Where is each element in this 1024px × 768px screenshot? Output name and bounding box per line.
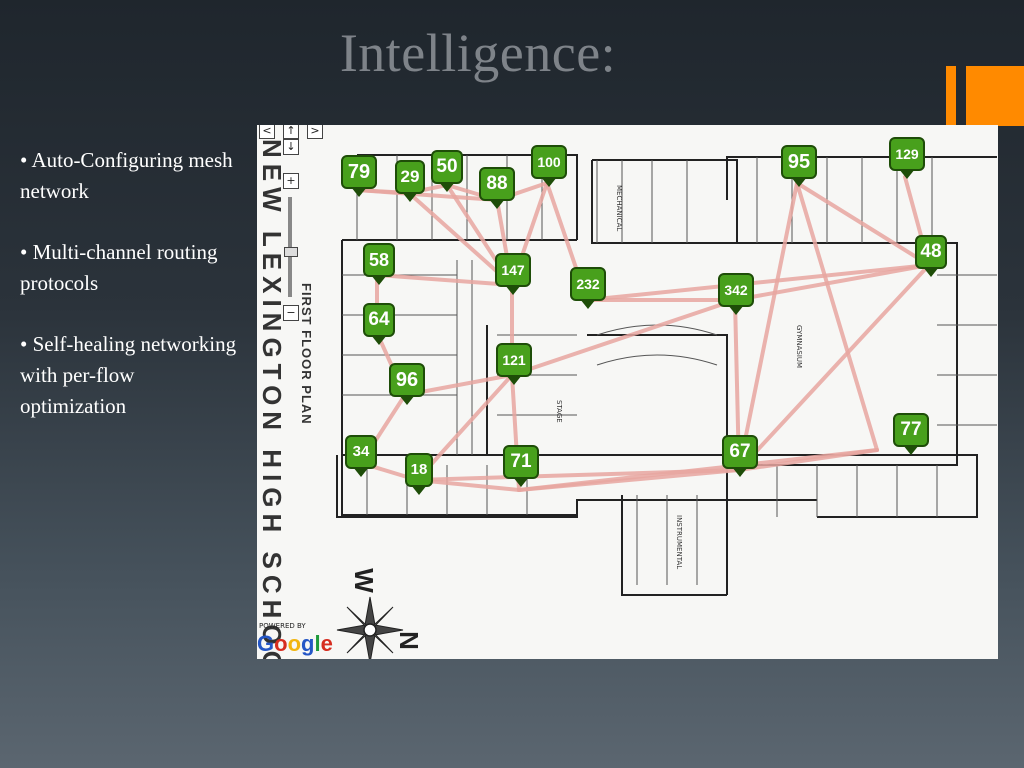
mesh-node-marker[interactable]: 232 — [570, 267, 606, 309]
pan-down-button[interactable]: ↓ — [283, 139, 299, 155]
zoom-in-button[interactable]: + — [283, 173, 299, 189]
mesh-node-marker[interactable]: 79 — [341, 155, 377, 197]
mesh-node-marker[interactable]: 121 — [496, 343, 532, 385]
compass-north-label: N — [393, 631, 424, 650]
slide-title: Intelligence: — [339, 23, 617, 83]
mesh-node-marker[interactable]: 71 — [503, 445, 539, 487]
floor-plan-label: FIRST FLOOR PLAN — [299, 283, 314, 425]
bullet-item: • Self-healing networking with per-flow … — [20, 332, 237, 418]
pan-left-button[interactable]: < — [259, 125, 275, 139]
svg-text:INSTRUMENTAL: INSTRUMENTAL — [675, 515, 683, 569]
mesh-node-marker[interactable]: 147 — [495, 253, 531, 295]
mesh-node-marker[interactable]: 50 — [431, 150, 463, 192]
compass-rose-icon — [336, 596, 404, 659]
mesh-node-marker[interactable]: 77 — [893, 413, 929, 455]
mesh-node-marker[interactable]: 88 — [479, 167, 515, 209]
svg-text:STAGE: STAGE — [555, 400, 563, 423]
floor-plan-map[interactable]: STAGE GYMNASIUM INSTRUMENTAL MECHANICAL … — [257, 125, 998, 659]
mesh-node-marker[interactable]: 129 — [889, 137, 925, 179]
bullet-item: • Auto-Configuring mesh network — [20, 148, 233, 203]
mesh-node-marker[interactable]: 34 — [345, 435, 377, 477]
pan-right-button[interactable]: > — [307, 125, 323, 139]
bullet-item: • Multi-channel routing protocols — [20, 240, 218, 295]
powered-by-label: POWERED BY — [259, 622, 306, 630]
mesh-node-marker[interactable]: 18 — [405, 453, 433, 495]
mesh-node-marker[interactable]: 58 — [363, 243, 395, 285]
mesh-node-marker[interactable]: 96 — [389, 363, 425, 405]
svg-text:MECHANICAL: MECHANICAL — [615, 185, 623, 231]
mesh-node-marker[interactable]: 100 — [531, 145, 567, 187]
accent-bar — [946, 66, 956, 126]
zoom-slider-handle[interactable] — [284, 247, 298, 257]
accent-bar — [966, 66, 1024, 126]
mesh-node-marker[interactable]: 67 — [722, 435, 758, 477]
school-name-label: NEW LEXINGTON HIGH SCHOOL — [257, 139, 287, 659]
mesh-node-marker[interactable]: 342 — [718, 273, 754, 315]
mesh-node-marker[interactable]: 29 — [395, 160, 425, 202]
mesh-node-marker[interactable]: 48 — [915, 235, 947, 277]
mesh-node-marker[interactable]: 64 — [363, 303, 395, 345]
zoom-out-button[interactable]: − — [283, 305, 299, 321]
google-logo: Google — [257, 631, 333, 656]
pan-up-button[interactable]: ↑ — [283, 125, 299, 139]
compass-west-label: W — [348, 568, 379, 593]
svg-text:GYMNASIUM: GYMNASIUM — [795, 325, 803, 368]
bullet-list: • Auto-Configuring mesh network • Multi-… — [20, 145, 245, 452]
mesh-node-marker[interactable]: 95 — [781, 145, 817, 187]
floor-plan-drawing: STAGE GYMNASIUM INSTRUMENTAL MECHANICAL — [336, 154, 997, 596]
